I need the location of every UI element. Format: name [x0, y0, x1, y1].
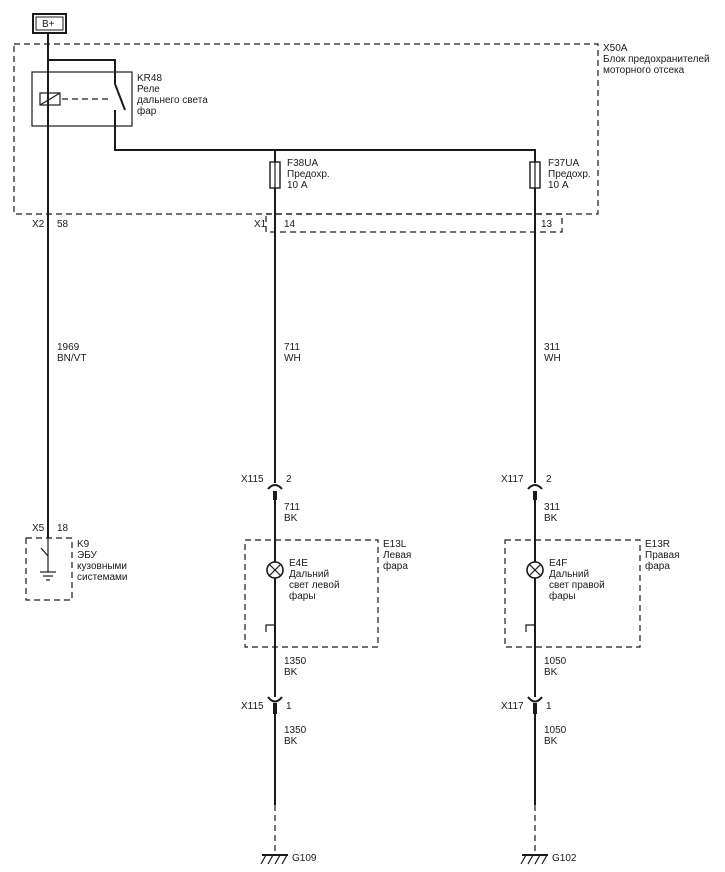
fuse-block-id: X50A	[603, 43, 628, 54]
relay-kr48	[31, 71, 133, 127]
wire-311-wh-num: 311	[544, 342, 560, 353]
connector-x2-pin: 58	[57, 219, 69, 230]
wire-311-wh-color: WH	[544, 353, 561, 364]
ground-icon	[520, 854, 548, 865]
wire-1350-a-color: BK	[284, 667, 298, 678]
wire-1350-b-num: 1350	[284, 725, 307, 736]
left-headlamp-line2: фара	[383, 560, 408, 572]
left-bulb-line3: фары	[289, 590, 316, 602]
connector-x115-bottom-pin: 1	[286, 701, 292, 712]
wire-1050-a-num: 1050	[544, 656, 567, 667]
connector-x117-top-id: X117	[501, 474, 524, 485]
left-ground-tab-icon	[265, 624, 275, 632]
lamp-icon	[526, 561, 544, 579]
right-headlamp-id: E13R	[645, 539, 670, 550]
ecu-ground-icon	[40, 538, 56, 581]
ground-icon	[260, 854, 288, 865]
ecu-line3: системами	[77, 572, 128, 583]
fuse-f38ua-line2: 10 А	[287, 180, 308, 191]
connector-x117-bottom-pin: 1	[546, 701, 552, 712]
wire-1350-a-num: 1350	[284, 656, 307, 667]
battery-feed-wire	[47, 34, 116, 72]
right-bulb-id: E4F	[549, 558, 567, 569]
fuse-block-name-line2: моторного отсека	[603, 65, 685, 76]
connector-x5-id: X5	[32, 523, 45, 534]
wire-711-bk-num: 711	[284, 502, 300, 513]
wire-1969-num: 1969	[57, 342, 80, 353]
relay-line1: Реле	[137, 84, 160, 95]
wire-1969-color: BN/VT	[57, 353, 86, 364]
connector-x1-pin-left: 14	[284, 219, 296, 230]
wire-711-bk-color: BK	[284, 513, 298, 524]
fuse-f37ua-line1: Предохр.	[548, 169, 591, 180]
left-headlamp-id: E13L	[383, 539, 407, 550]
right-headlamp-line1: Правая	[645, 550, 680, 561]
ecu-id: K9	[77, 539, 90, 550]
right-bulb-line3: фары	[549, 590, 576, 602]
connector-x117-top-pin: 2	[546, 474, 552, 485]
battery-label: B+	[42, 19, 55, 30]
wire-311-bk-num: 311	[544, 502, 560, 513]
left-bulb-id: E4E	[289, 558, 308, 569]
fuse-f38ua-id: F38UA	[287, 158, 318, 169]
right-headlamp-line2: фара	[645, 560, 670, 572]
relay-line3: фар	[137, 105, 157, 117]
connector-x117-bottom-id: X117	[501, 701, 524, 712]
relay-id: KR48	[137, 73, 162, 84]
wire-711-wh-num: 711	[284, 342, 300, 353]
connector-x115-top-pin: 2	[286, 474, 292, 485]
left-bulb-line2: свет левой	[289, 580, 340, 591]
relay-line2: дальнего света	[137, 95, 208, 106]
fuse-f37ua-line2: 10 А	[548, 180, 569, 191]
connector-x2-id: X2	[32, 219, 45, 230]
connector-x115-bottom	[267, 696, 283, 703]
fuse-f38ua-line1: Предохр.	[287, 169, 330, 180]
relay-output-bus	[114, 126, 536, 162]
wire-1050-a-color: BK	[544, 667, 558, 678]
connector-x115-top-id: X115	[241, 474, 264, 485]
lamp-icon	[266, 561, 284, 579]
connector-x115-top	[267, 484, 283, 490]
wire-711-wh-color: WH	[284, 353, 301, 364]
connector-x1-pin-right: 13	[541, 219, 553, 230]
right-ground-tab-icon	[525, 624, 535, 632]
wire-311-bk-color: BK	[544, 513, 558, 524]
fuse-block-name-line1: Блок предохранителей	[603, 54, 710, 65]
left-bulb-line1: Дальний	[289, 569, 329, 580]
right-headlamp-outline	[504, 539, 641, 648]
ground-g109-label: G109	[292, 853, 317, 864]
ecu-line2: кузовными	[77, 561, 127, 572]
right-bulb-line2: свет правой	[549, 580, 605, 591]
connector-x5-pin: 18	[57, 523, 69, 534]
wire-1050-b-num: 1050	[544, 725, 567, 736]
connector-x117-top	[527, 484, 543, 490]
ecu-line1: ЭБУ	[77, 550, 98, 561]
connector-x115-bottom-id: X115	[241, 701, 264, 712]
connector-x1-id: X1	[254, 219, 267, 230]
ground-g102-label: G102	[552, 853, 577, 864]
connector-x117-bottom	[527, 696, 543, 703]
battery-terminal: B+	[32, 13, 67, 34]
right-bulb-line1: Дальний	[549, 569, 589, 580]
wire-1350-b-color: BK	[284, 736, 298, 747]
ecu-k9-outline	[25, 537, 73, 601]
wire-1050-b-color: BK	[544, 736, 558, 747]
connector-x1-outline	[265, 213, 563, 233]
left-headlamp-line1: Левая	[383, 550, 411, 561]
fuse-f37ua-id: F37UA	[548, 158, 579, 169]
